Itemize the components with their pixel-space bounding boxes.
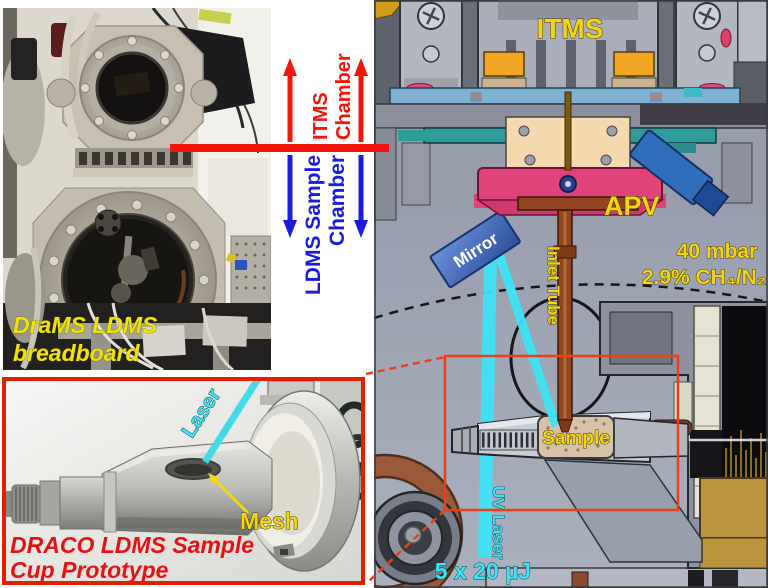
breadboard-caption-line2: breadboard	[13, 340, 140, 366]
sample-cup-body	[4, 440, 273, 536]
itms-label: ITMS	[537, 13, 604, 44]
itms-chamber-label-line2: Chamber	[333, 53, 355, 140]
screw-icon	[698, 44, 716, 62]
itms-chamber-label-line1: ITMS	[310, 92, 332, 140]
sample-label: Sample	[542, 428, 610, 449]
screw-icon	[422, 45, 440, 63]
laser-beam	[202, 377, 261, 464]
ldms-chamber-label-line1: LDMS Sample	[302, 155, 325, 295]
uv-laser-label: UV Laser	[489, 486, 508, 560]
pressure-label: 40 mbar	[677, 240, 758, 263]
inlet-tube-label: Inlet Tube	[544, 246, 563, 325]
gas-jet-block	[629, 129, 730, 217]
ldms-chamber-label-line2: Chamber	[326, 155, 349, 246]
itms-assembly: ITMS	[374, 0, 768, 221]
mesh-arrow	[212, 477, 250, 515]
cad-cross-section: Mirror	[374, 0, 768, 588]
brush-block	[722, 306, 768, 478]
pulse-energy-label: 5 x 20 µJ	[435, 558, 531, 584]
itms-chamber-photo	[46, 11, 218, 177]
mesh-arrowhead	[208, 473, 220, 485]
inset-border	[2, 377, 365, 585]
ldms-chamber-arrows	[283, 155, 368, 238]
itms-chamber-arrows	[283, 58, 368, 142]
flange-bolts	[80, 36, 184, 140]
apv-label: APV	[604, 191, 660, 221]
inset-caption-line2: Cup Prototype	[10, 557, 169, 583]
mesh-label: Mesh	[240, 508, 299, 534]
breadboard-photo: DraMS LDMS breadboard	[3, 8, 271, 370]
chamber-labels: ITMS Chamber LDMS Sample Chamber	[283, 53, 368, 295]
inset-caption-line1: DRACO LDMS Sample	[10, 532, 254, 558]
breadboard-caption-line1: DraMS LDMS	[13, 312, 158, 338]
gas-mix-label: 2.9% CH₄/N₂	[642, 266, 766, 289]
sample-cup-inset: Laser Mesh DRACO LDMS Sample Cup Prototy…	[2, 377, 365, 585]
